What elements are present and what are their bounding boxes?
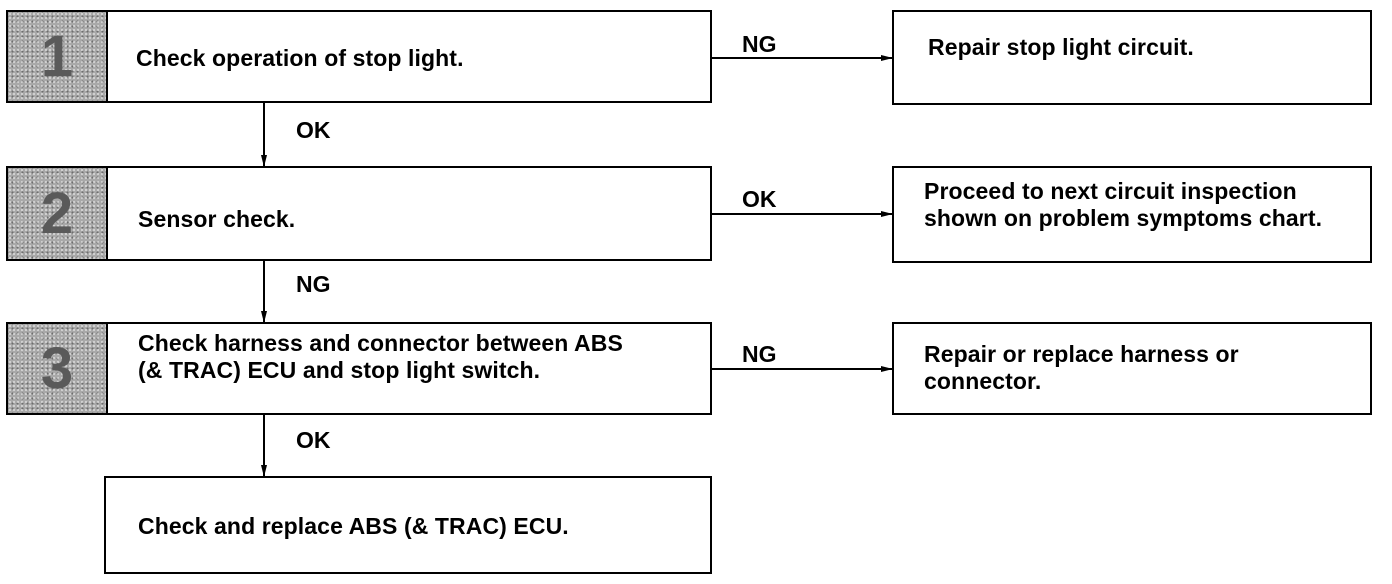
label-step1-ng: NG — [742, 31, 777, 57]
step-2-number: 2 — [40, 180, 74, 246]
step-1-number: 1 — [40, 23, 74, 89]
label-step2-ng: NG — [296, 271, 331, 297]
step-3-text: Check harness and connector between ABS … — [138, 330, 623, 383]
label-step3-ng: NG — [742, 341, 777, 367]
step-4-text: Check and replace ABS (& TRAC) ECU. — [138, 513, 569, 539]
result-2-text: Proceed to next circuit inspection shown… — [924, 178, 1323, 231]
step-3-box: 3 Check harness and connector between AB… — [6, 322, 712, 415]
step-2-box: 2 Sensor check. — [6, 166, 712, 261]
step-3-number: 3 — [40, 335, 74, 401]
step-2-text: Sensor check. — [138, 206, 296, 232]
step-1-text: Check operation of stop light. — [136, 45, 464, 71]
result-1-text: Repair stop light circuit. — [928, 34, 1194, 60]
label-step3-ok: OK — [296, 427, 331, 453]
step-4-box: Check and replace ABS (& TRAC) ECU. — [104, 476, 712, 574]
step-1-box: 1 Check operation of stop light. — [6, 10, 712, 103]
result-1-box: Repair stop light circuit. — [892, 10, 1372, 105]
result-2-box: Proceed to next circuit inspection shown… — [892, 166, 1372, 263]
step-1-number-badge: 1 — [8, 12, 108, 101]
label-step2-ok: OK — [742, 186, 777, 212]
result-3-box: Repair or replace harness or connector. — [892, 322, 1372, 415]
step-3-number-badge: 3 — [8, 324, 108, 413]
step-2-number-badge: 2 — [8, 168, 108, 259]
result-3-text: Repair or replace harness or connector. — [924, 341, 1239, 394]
label-step1-ok: OK — [296, 117, 331, 143]
